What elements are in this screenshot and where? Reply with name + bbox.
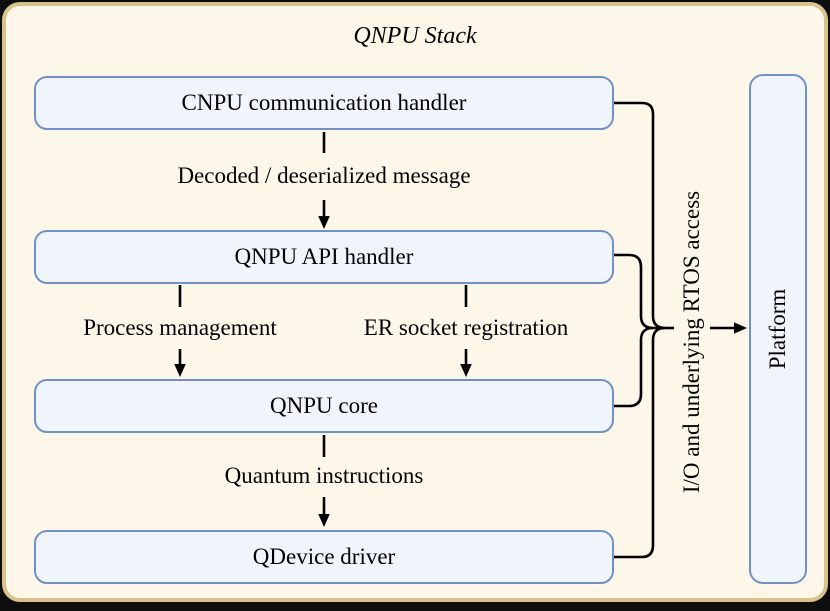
box-label: CNPU communication handler xyxy=(181,90,467,115)
box-qdevice-driver: QDevice driver xyxy=(34,530,614,584)
edge-label-er-socket-registration: ER socket registration xyxy=(363,315,569,340)
edge-label-quantum-instructions: Quantum instructions xyxy=(224,463,424,488)
edge-label-io-rtos-access: I/O and underlying RTOS access xyxy=(679,190,704,494)
box-label: QDevice driver xyxy=(252,544,396,569)
box-platform xyxy=(749,74,807,584)
box-qnpu-core: QNPU core xyxy=(34,379,614,433)
box-qnpu-api-handler: QNPU API handler xyxy=(34,230,614,284)
diagram-title: QNPU Stack xyxy=(353,23,477,49)
edge-label-decoded-message: Decoded / deserialized message xyxy=(177,163,471,188)
box-label: QNPU core xyxy=(270,393,378,418)
arrow-platform xyxy=(710,322,747,334)
qnpu-stack-diagram: QNPU Stack CNPU communication handler QN… xyxy=(6,6,824,598)
platform-label: Platform xyxy=(765,288,790,370)
edge-label-process-management: Process management xyxy=(83,315,277,340)
diagram-frame: QNPU Stack CNPU communication handler QN… xyxy=(2,2,828,602)
box-label: QNPU API handler xyxy=(234,244,414,269)
bracket-io-rtos xyxy=(614,101,674,559)
box-cnpu-communication-handler: CNPU communication handler xyxy=(34,76,614,130)
